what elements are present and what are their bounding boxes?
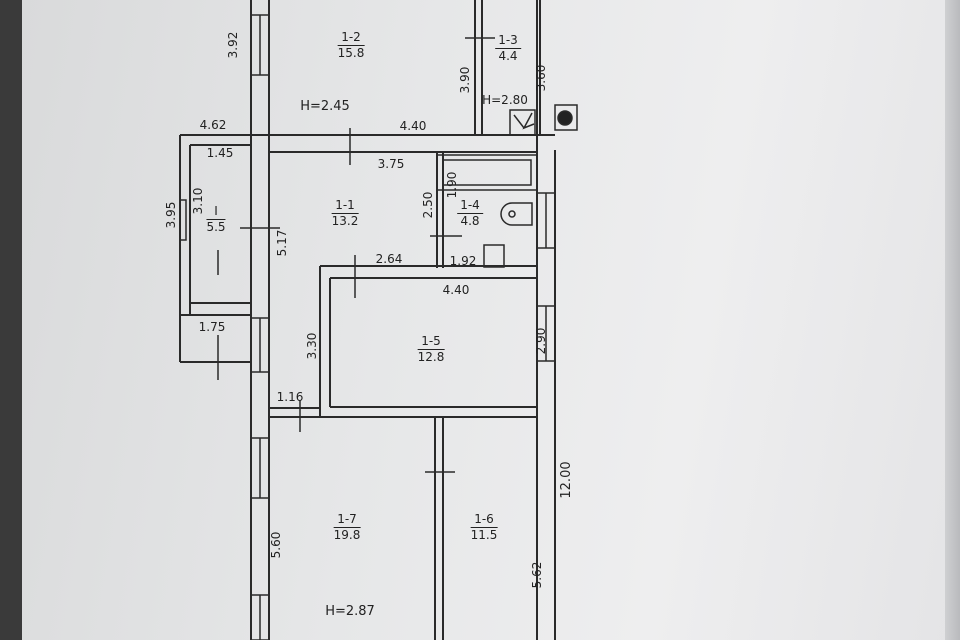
toilet-icon	[500, 202, 533, 226]
dimension-label: 5.62	[530, 561, 544, 589]
dimension-label: 1.90	[445, 171, 459, 199]
dimension-label: 5.17	[275, 229, 289, 257]
dimension-label: 2.64	[375, 252, 403, 266]
dimension-label: 3.75	[377, 157, 405, 171]
sink-icon	[483, 244, 505, 268]
windows	[179, 14, 556, 640]
gas-meter-icon	[557, 110, 573, 126]
doors	[217, 37, 495, 473]
dimension-label: 1.75	[198, 320, 226, 334]
paper-sheet	[22, 0, 960, 640]
dimension-label: 3.95	[164, 201, 178, 229]
dimension-label: 4.40	[442, 283, 470, 297]
dimension-label: 3.10	[191, 187, 205, 215]
boiler-icon	[509, 109, 536, 136]
dimension-label: 3.92	[226, 31, 240, 59]
dimension-label: 4.62	[199, 118, 227, 132]
ceiling-height-label: H=2.87	[325, 604, 375, 619]
ceiling-height-label: H=2.45	[300, 99, 350, 114]
dimension-label: 2.90	[534, 327, 548, 355]
partitions	[270, 0, 537, 640]
ceiling-height-label: H=2.80	[482, 93, 528, 107]
dimension-label: 5.60	[269, 531, 283, 559]
dimension-label: 3.60	[534, 64, 548, 92]
dimension-label: 3.30	[305, 332, 319, 360]
dimension-label: 1.92	[449, 254, 477, 268]
bathtub-icon	[436, 154, 538, 191]
dimension-label: 4.40	[399, 119, 427, 133]
fixtures	[436, 104, 578, 268]
dimension-label: 12.00	[559, 461, 574, 499]
paper-edge	[945, 0, 960, 640]
dimension-label: 2.50	[421, 191, 435, 219]
dimension-label: 1.45	[206, 146, 234, 160]
dimension-label: 1.16	[276, 390, 304, 404]
vestibule-walls	[179, 135, 251, 363]
meter-box	[554, 104, 578, 131]
dimension-label: 3.90	[458, 66, 472, 94]
